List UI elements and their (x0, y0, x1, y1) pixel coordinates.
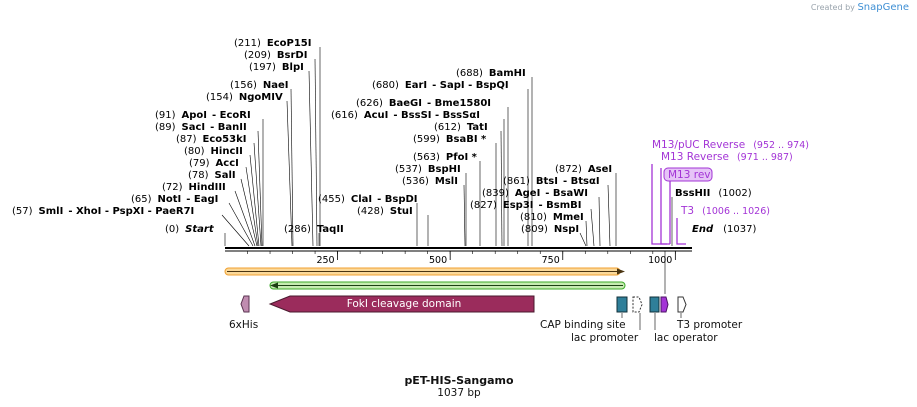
cap-binding-site-label: CAP binding site (540, 319, 626, 331)
site-saci-banii: (89)SacI- BanII (155, 122, 247, 133)
site-hincii: (80)HincII (184, 146, 243, 157)
brand-prefix: Created by (810, 3, 855, 12)
site-mmei: (810)MmeI (520, 212, 584, 223)
primer-m13-reverse: M13 Reverse(971 .. 987) (661, 151, 793, 163)
site-ecop15i: (211)EcoP15I (234, 38, 312, 49)
site-asei: (872)AseI (555, 164, 612, 175)
his-tag-feature (240, 295, 250, 313)
cap-binding-site-feature (616, 296, 628, 313)
site-bamhi: (688)BamHI (456, 68, 526, 79)
tick-label: 1000 (648, 255, 672, 266)
site-blpi: (197)BlpI (249, 62, 304, 73)
site-bsrdi: (209)BsrDI (244, 50, 307, 61)
lac-operator-label: lac operator (654, 332, 718, 344)
site-hindiii: (72)HindIII (162, 182, 226, 193)
site-msli: (536)MslI (402, 176, 458, 187)
orf-orange-arrow (224, 267, 625, 276)
primer-m13-puc-reverse: M13/pUC Reverse(952 .. 974) (652, 139, 809, 151)
site-baegi: (626)BaeGI- Bme1580I (356, 98, 491, 109)
site-acci: (79)AccI (189, 158, 239, 169)
site-bsphi: (537)BspHI (395, 164, 461, 175)
site-sali: (78)SalI (188, 170, 236, 181)
tick-label: 250 (316, 255, 334, 266)
tick-label: 500 (429, 255, 447, 266)
primer-brackets (651, 164, 686, 245)
orf-green-arrow (269, 281, 626, 290)
foki-feature (268, 295, 535, 313)
site-esp3i-bsmbi: (827)Esp3I- BsmBI (470, 200, 581, 211)
plasmid-length: 1037 bp (437, 387, 481, 399)
lac-promoter-feature (632, 296, 643, 313)
site-acui-bsssi: (616)AcuI- BssSI - BssSαI (331, 110, 480, 121)
site-start: (0)Start (165, 224, 215, 235)
site-end: End(1037) (692, 224, 756, 235)
tick-label: 750 (542, 255, 560, 266)
site-pfoi: (563)PfoI * (413, 152, 478, 163)
primer-t3: T3(1006 .. 1026) (680, 205, 770, 217)
site-btsi: (861)BtsI- BtsαI (503, 176, 600, 187)
site-nspi: (809)NspI (521, 224, 579, 235)
snapgene-brand: Created by SnapGene (811, 2, 909, 13)
site-naei: (156)NaeI (230, 80, 289, 91)
site-bsabi: (599)BsaBI * (413, 134, 487, 145)
snapgene-logo: SnapGene (857, 2, 909, 13)
primer-m13-rev-box (663, 167, 713, 182)
lac-promoter-label: lac promoter (571, 332, 639, 344)
site-apoi-ecori: (91)ApoI- EcoRI (155, 110, 251, 121)
his-tag-label: 6xHis (229, 319, 258, 331)
site-stui: (428)StuI (357, 206, 413, 217)
site-noti-eagi: (65)NotI- EagI (131, 194, 218, 205)
site-smli-xhoi: (57)SmlI- XhoI - PspXI - PaeR7I (12, 206, 194, 217)
lac-operator-feature (649, 296, 660, 313)
t3-promoter-feature (677, 296, 687, 313)
site-taqii: (286)TaqII (284, 224, 344, 235)
site-ngomiv: (154)NgoMIV (206, 92, 283, 103)
feature-callouts (621, 251, 682, 330)
axis-ticks: 250 500 750 1000 (247, 251, 676, 266)
foki-feature-label: FokI cleavage domain (347, 298, 462, 310)
site-leader-lines (221, 47, 673, 247)
site-eari-sapi: (680)EarI- SapI - BspQI (372, 80, 509, 91)
site-tati: (612)TatI (434, 122, 488, 133)
plasmid-name: pET-HIS-Sangamo (404, 374, 514, 387)
site-bsshii: BssHII(1002) (675, 188, 752, 199)
site-agei-bsawi: (839)AgeI- BsaWI (482, 188, 588, 199)
site-clai-bspdi: (455)ClaI- BspDI (318, 194, 418, 205)
site-eco53ki: (87)Eco53kI (176, 134, 246, 145)
m13-feature (660, 296, 669, 313)
t3-promoter-label: T3 promoter (676, 319, 743, 331)
primer-m13-rev-label: M13 rev (668, 169, 711, 181)
